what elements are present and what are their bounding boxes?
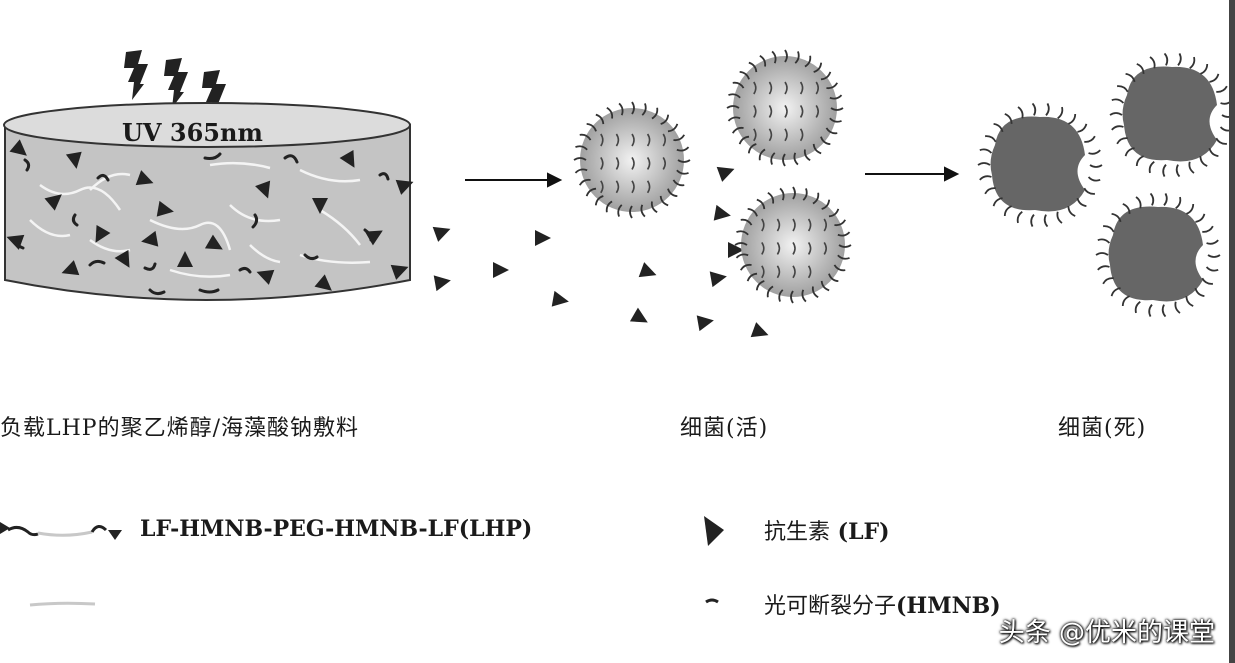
bacteria-live-label: 细菌(活)	[680, 416, 769, 441]
process-arrow-1	[465, 172, 563, 188]
antibiotic-triangle	[156, 200, 174, 217]
antibiotic-legend-cn: 抗生素	[764, 520, 831, 545]
antibiotic-triangle	[696, 315, 714, 332]
right-edge-bar	[1229, 0, 1235, 663]
antibiotic-legend-en: (LF)	[830, 519, 890, 545]
antibiotic-triangle	[750, 322, 769, 338]
bacterium-live	[726, 49, 844, 167]
hmnb-legend-cn: 光可断裂分子	[764, 594, 897, 619]
uv-lightning-icon	[124, 50, 226, 120]
antibiotic-triangle	[61, 260, 80, 276]
lhp-legend-label: LF-HMNB-PEG-HMNB-LF(LHP)	[140, 516, 533, 542]
hmnb-legend-en: (HMNB)	[896, 593, 1001, 619]
antibiotic-triangles	[6, 139, 769, 338]
watermark: 头条 @优米的课堂	[998, 618, 1215, 648]
bacteria-dead-group	[977, 52, 1235, 318]
antibiotic-triangle	[432, 226, 451, 242]
bacterium-dead	[977, 102, 1103, 228]
antibiotic-triangle	[713, 204, 731, 221]
uv-label: UV 365nm	[122, 118, 263, 147]
antibiotic-triangle	[493, 262, 509, 278]
antibiotic-triangle	[390, 264, 409, 280]
antibiotic-triangle	[433, 275, 451, 292]
antibiotic-triangle	[65, 151, 82, 169]
antibiotic-legend-icon	[704, 516, 724, 546]
antibiotic-triangle	[551, 290, 569, 307]
bacterium-live	[734, 186, 852, 304]
antibiotic-triangle	[728, 242, 744, 258]
antibiotic-triangle	[535, 230, 551, 246]
antibiotic-triangle	[638, 262, 657, 278]
antibiotic-triangle	[395, 179, 414, 195]
antibiotic-triangle	[339, 149, 355, 168]
hmnb-marks	[13, 152, 390, 296]
peg-chain-legend-icon	[29, 601, 96, 607]
material-label: 负载LHP的聚乙烯醇/海藻酸钠敷料	[0, 416, 360, 441]
peg-chain-lines	[29, 161, 371, 278]
bacterium-dead	[1095, 192, 1221, 318]
antibiotic-triangle	[709, 271, 727, 288]
antibiotic-triangle	[314, 274, 332, 291]
antibiotic-legend-label: 抗生素 (LF)	[764, 514, 890, 546]
antibiotic-triangle	[256, 269, 275, 285]
antibiotic-triangle	[716, 166, 735, 182]
bacterium-live	[573, 101, 691, 219]
antibiotic-triangle	[629, 307, 648, 323]
antibiotic-triangle	[135, 170, 154, 186]
bacteria-live-group	[573, 49, 852, 304]
antibiotic-triangle	[177, 251, 193, 267]
bacteria-dead-label: 细菌(死)	[1058, 416, 1147, 441]
antibiotic-triangle	[204, 234, 223, 250]
process-arrow-2	[865, 166, 960, 182]
antibiotic-triangle	[255, 180, 271, 199]
antibiotic-triangle	[312, 198, 328, 214]
hmnb-legend-icon	[705, 598, 719, 604]
antibiotic-triangle	[9, 139, 27, 156]
antibiotic-triangle	[114, 249, 130, 268]
antibiotic-triangle	[95, 224, 111, 243]
lhp-symbol-icon	[0, 522, 122, 540]
hmnb-legend-label: 光可断裂分子(HMNB)	[764, 588, 1001, 620]
bacterium-dead	[1109, 52, 1235, 178]
antibiotic-triangle	[141, 230, 159, 247]
antibiotic-triangle	[44, 194, 62, 211]
